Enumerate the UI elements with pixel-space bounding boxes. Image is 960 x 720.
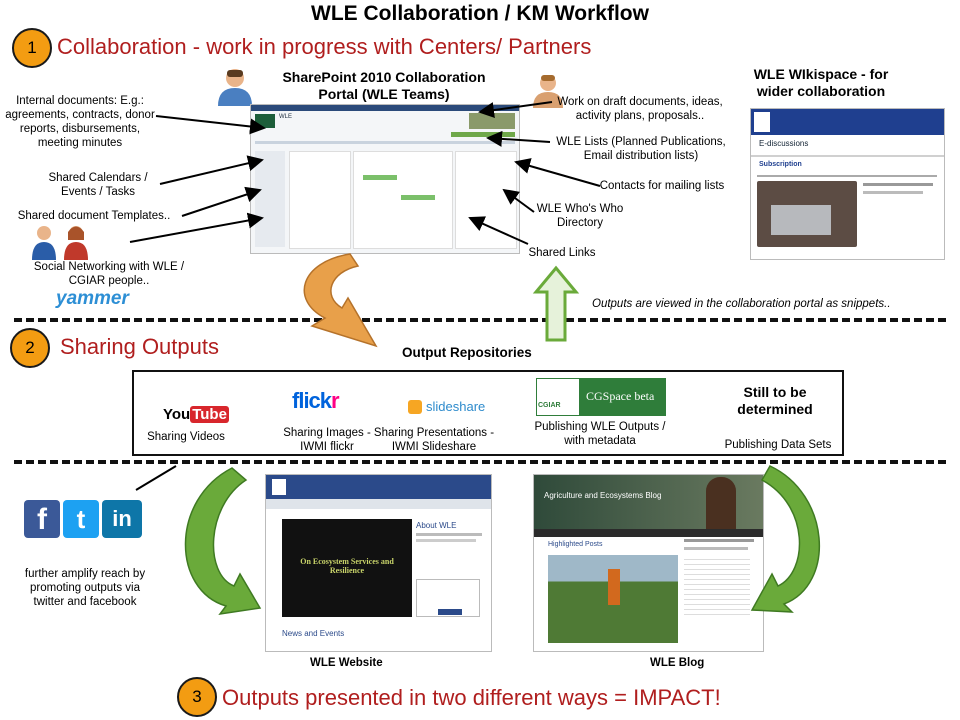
- draft-documents-label: Work on draft documents, ideas, activity…: [557, 96, 723, 122]
- wikispace-subheading: Subscription: [759, 161, 802, 168]
- whos-who-label: WLE Who's Who Directory: [536, 203, 624, 229]
- section-1-badge: 1: [12, 28, 52, 68]
- section-2-badge: 2: [10, 328, 50, 368]
- twitter-icon: t: [63, 500, 99, 538]
- section-1-heading: Collaboration - work in progress with Ce…: [57, 34, 592, 59]
- youtube-logo-you: You: [163, 406, 191, 423]
- cgspace-logo-sub: CGIAR: [538, 402, 561, 409]
- website-screenshot: On Ecosystem Services and Resilience Abo…: [265, 474, 492, 652]
- shared-calendars-label: Shared Calendars / Events / Tasks: [48, 172, 148, 198]
- publishing-data-sets-label: Publishing Data Sets: [724, 439, 832, 451]
- sharepoint-screen-title: WLE: [279, 114, 293, 120]
- people-icon: [32, 226, 88, 260]
- pointer-arrow: [159, 155, 264, 185]
- facebook-icon: f: [24, 500, 60, 538]
- section-3-heading: Outputs presented in two different ways …: [222, 685, 721, 710]
- pointer-arrow: [514, 158, 601, 187]
- website-about: About WLE: [416, 521, 457, 530]
- publishing-outputs-label: Publishing WLE Outputs / with metadata: [534, 421, 666, 447]
- shared-links-label: Shared Links: [528, 247, 596, 259]
- sharing-images-label: Sharing Images - IWMI flickr: [283, 427, 371, 453]
- person-icon: [218, 69, 252, 106]
- page-title: WLE Collaboration / KM Workflow: [311, 2, 649, 25]
- sharing-videos-label: Sharing Videos: [147, 431, 225, 443]
- cgspace-logo-text: CGSpace beta: [586, 389, 655, 403]
- section-2-heading: Sharing Outputs: [60, 334, 219, 359]
- social-networking-label: Social Networking with WLE / CGIAR peopl…: [33, 261, 185, 287]
- cgspace-logo: CGIAR CGSpace beta: [536, 378, 666, 416]
- curved-arrow-left: [184, 467, 262, 616]
- slideshare-logo: slideshare: [408, 398, 490, 418]
- sharepoint-screenshot: WLE: [250, 104, 520, 254]
- amplify-reach-label: further amplify reach by promoting outpu…: [24, 568, 146, 608]
- wle-lists-label: WLE Lists (Planned Publications, Email d…: [556, 136, 726, 162]
- flickr-logo: flickr: [292, 388, 340, 414]
- repositories-title: Output Repositories: [402, 345, 532, 360]
- wikispace-screenshot: E-discussions Subscription: [750, 108, 945, 260]
- blog-label: WLE Blog: [650, 657, 705, 669]
- curved-arrow-down: [303, 253, 378, 348]
- section-divider: [14, 318, 946, 322]
- still-to-be-determined: Still to be determined: [737, 384, 813, 417]
- pointer-arrow: [155, 115, 266, 135]
- arrow-up: [532, 265, 580, 342]
- internal-documents-label: Internal documents: E.g.: agreements, co…: [5, 95, 155, 149]
- shared-templates-label: Shared document Templates..: [17, 210, 171, 222]
- blog-post-heading: Highlighted Posts: [548, 541, 603, 548]
- website-news: News and Events: [282, 629, 345, 638]
- sharing-presentations-label: Sharing Presentations - IWMI Slideshare: [373, 427, 495, 453]
- contacts-label: Contacts for mailing lists: [599, 180, 725, 192]
- youtube-logo-tube: Tube: [190, 406, 229, 423]
- sharepoint-title: SharePoint 2010 Collaboration Portal (WL…: [282, 69, 486, 102]
- slideshare-logo-text: slideshare: [426, 399, 486, 414]
- connector-line: [135, 465, 177, 491]
- blog-banner: Agriculture and Ecosystems Blog: [544, 491, 662, 500]
- flickr-logo-flick: flick: [292, 388, 332, 413]
- slideshare-icon: [408, 400, 422, 414]
- website-video-text: On Ecosystem Services and Resilience: [300, 557, 394, 575]
- yammer-logo: yammer: [56, 288, 129, 309]
- pointer-arrow: [181, 186, 262, 217]
- wikispace-tab: E-discussions: [759, 139, 809, 148]
- section-divider: [14, 460, 946, 464]
- section-3-badge: 3: [177, 677, 217, 717]
- flickr-logo-r: r: [331, 388, 340, 413]
- blog-screenshot: Agriculture and Ecosystems Blog Highligh…: [533, 474, 764, 652]
- repositories-box: [132, 370, 844, 456]
- snippets-note: Outputs are viewed in the collaboration …: [592, 298, 891, 310]
- website-label: WLE Website: [310, 657, 383, 669]
- linkedin-icon: in: [102, 500, 142, 538]
- wikispace-title: WLE WIkispace - for wider collaboration: [753, 66, 889, 99]
